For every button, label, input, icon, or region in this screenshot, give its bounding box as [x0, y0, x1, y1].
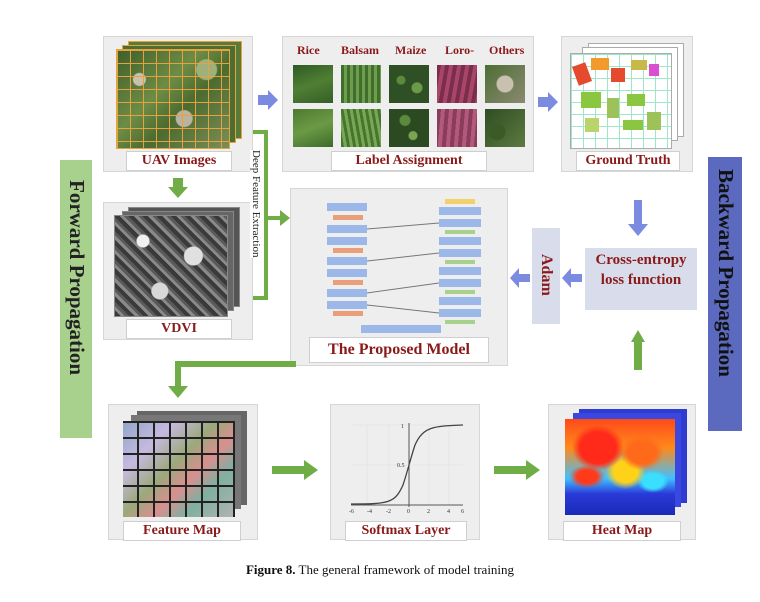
heat-map-panel: Heat Map [548, 404, 696, 541]
bottleneck-blocks [361, 325, 441, 333]
loss-function-label: Cross-entropy loss function [595, 252, 687, 288]
arrow-uav-to-label [258, 90, 278, 110]
arrow-label-to-ground-truth [538, 92, 558, 112]
loro-thumb-1 [437, 65, 477, 103]
adam-label: Adam [538, 254, 555, 296]
skip-connections [366, 222, 440, 314]
forward-propagation-banner: Forward Propagation [60, 160, 92, 438]
x-tick-6: 6 [461, 509, 464, 515]
arrow-adam-to-model [510, 268, 530, 288]
rice-thumb-1 [293, 65, 333, 103]
crop-label-loro: Loro- [445, 43, 475, 57]
crop-label-rice: Rice [297, 43, 320, 57]
arrow-loss-to-adam [562, 268, 582, 288]
crop-label-row: Rice Balsam Maize Loro- Others [287, 43, 531, 61]
x-tick-n4: -4 [367, 509, 372, 515]
proposed-model-panel: The Proposed Model [290, 188, 508, 366]
vdvi-caption: VDVI [126, 319, 232, 339]
others-thumb-1 [485, 65, 525, 103]
maize-thumb-2 [389, 109, 429, 147]
ground-truth-caption: Ground Truth [576, 151, 680, 171]
backward-propagation-label: Backward Propagation [714, 169, 738, 377]
balsam-thumb-1 [341, 65, 381, 103]
arrow-heatmap-to-loss [631, 330, 645, 370]
vdvi-panel: VDVI [103, 202, 253, 340]
crop-label-maize: Maize [395, 43, 427, 57]
encoder-blocks [327, 203, 367, 316]
heat-map-caption: Heat Map [563, 521, 681, 541]
softmax-layer-panel: 1 0.5 -6 -4 -2 0 2 4 6 Softmax Layer [330, 404, 480, 541]
x-tick-n2: -2 [386, 509, 391, 515]
backward-propagation-banner: Backward Propagation [708, 157, 742, 431]
proposed-model-caption: The Proposed Model [309, 337, 489, 363]
deep-feature-extraction-connector [253, 130, 290, 300]
x-tick-4: 4 [447, 509, 450, 515]
figure-caption: Figure 8. The general framework of model… [0, 562, 760, 578]
loro-thumb-2 [437, 109, 477, 147]
crop-label-others: Others [489, 43, 525, 57]
adam-optimizer-box: Adam [532, 228, 560, 324]
forward-propagation-label: Forward Propagation [65, 180, 89, 376]
ground-truth-panel: Ground Truth [561, 36, 693, 172]
label-assignment-panel: Rice Balsam Maize Loro- Others Label Ass… [282, 36, 534, 172]
feature-map-panel: Feature Map [108, 404, 258, 541]
decoder-blocks [439, 199, 481, 324]
y-tick-1: 1 [401, 424, 404, 430]
arrow-model-to-feature-map [168, 361, 296, 398]
arrow-feature-to-softmax [272, 460, 318, 480]
balsam-thumb-2 [341, 109, 381, 147]
crop-label-balsam: Balsam [341, 43, 380, 57]
figure-caption-text: The general framework of model training [298, 562, 515, 577]
arrow-uav-to-vdvi [168, 178, 188, 198]
x-tick-2: 2 [427, 509, 430, 515]
deep-feature-extraction-label: Deep Feature Extraction [250, 150, 262, 258]
figure-caption-label: Figure 8. [245, 562, 296, 577]
unet-architecture-diagram [327, 199, 481, 333]
x-tick-0: 0 [407, 509, 410, 515]
rice-thumb-2 [293, 109, 333, 147]
sigmoid-curve-plot: 1 0.5 -6 -4 -2 0 2 4 6 [349, 423, 464, 515]
feature-map-caption: Feature Map [123, 521, 241, 541]
arrow-ground-truth-to-loss [628, 200, 648, 236]
x-tick-n6: -6 [349, 509, 354, 515]
others-thumb-2 [485, 109, 525, 147]
arrow-softmax-to-heatmap [494, 460, 540, 480]
loss-function-box: Cross-entropy loss function [585, 248, 697, 310]
y-tick-0.5: 0.5 [397, 463, 405, 469]
uav-images-panel: UAV Images [103, 36, 253, 172]
maize-thumb-1 [389, 65, 429, 103]
uav-images-caption: UAV Images [126, 151, 232, 171]
softmax-layer-caption: Softmax Layer [345, 521, 467, 541]
label-assignment-caption: Label Assignment [331, 151, 487, 171]
